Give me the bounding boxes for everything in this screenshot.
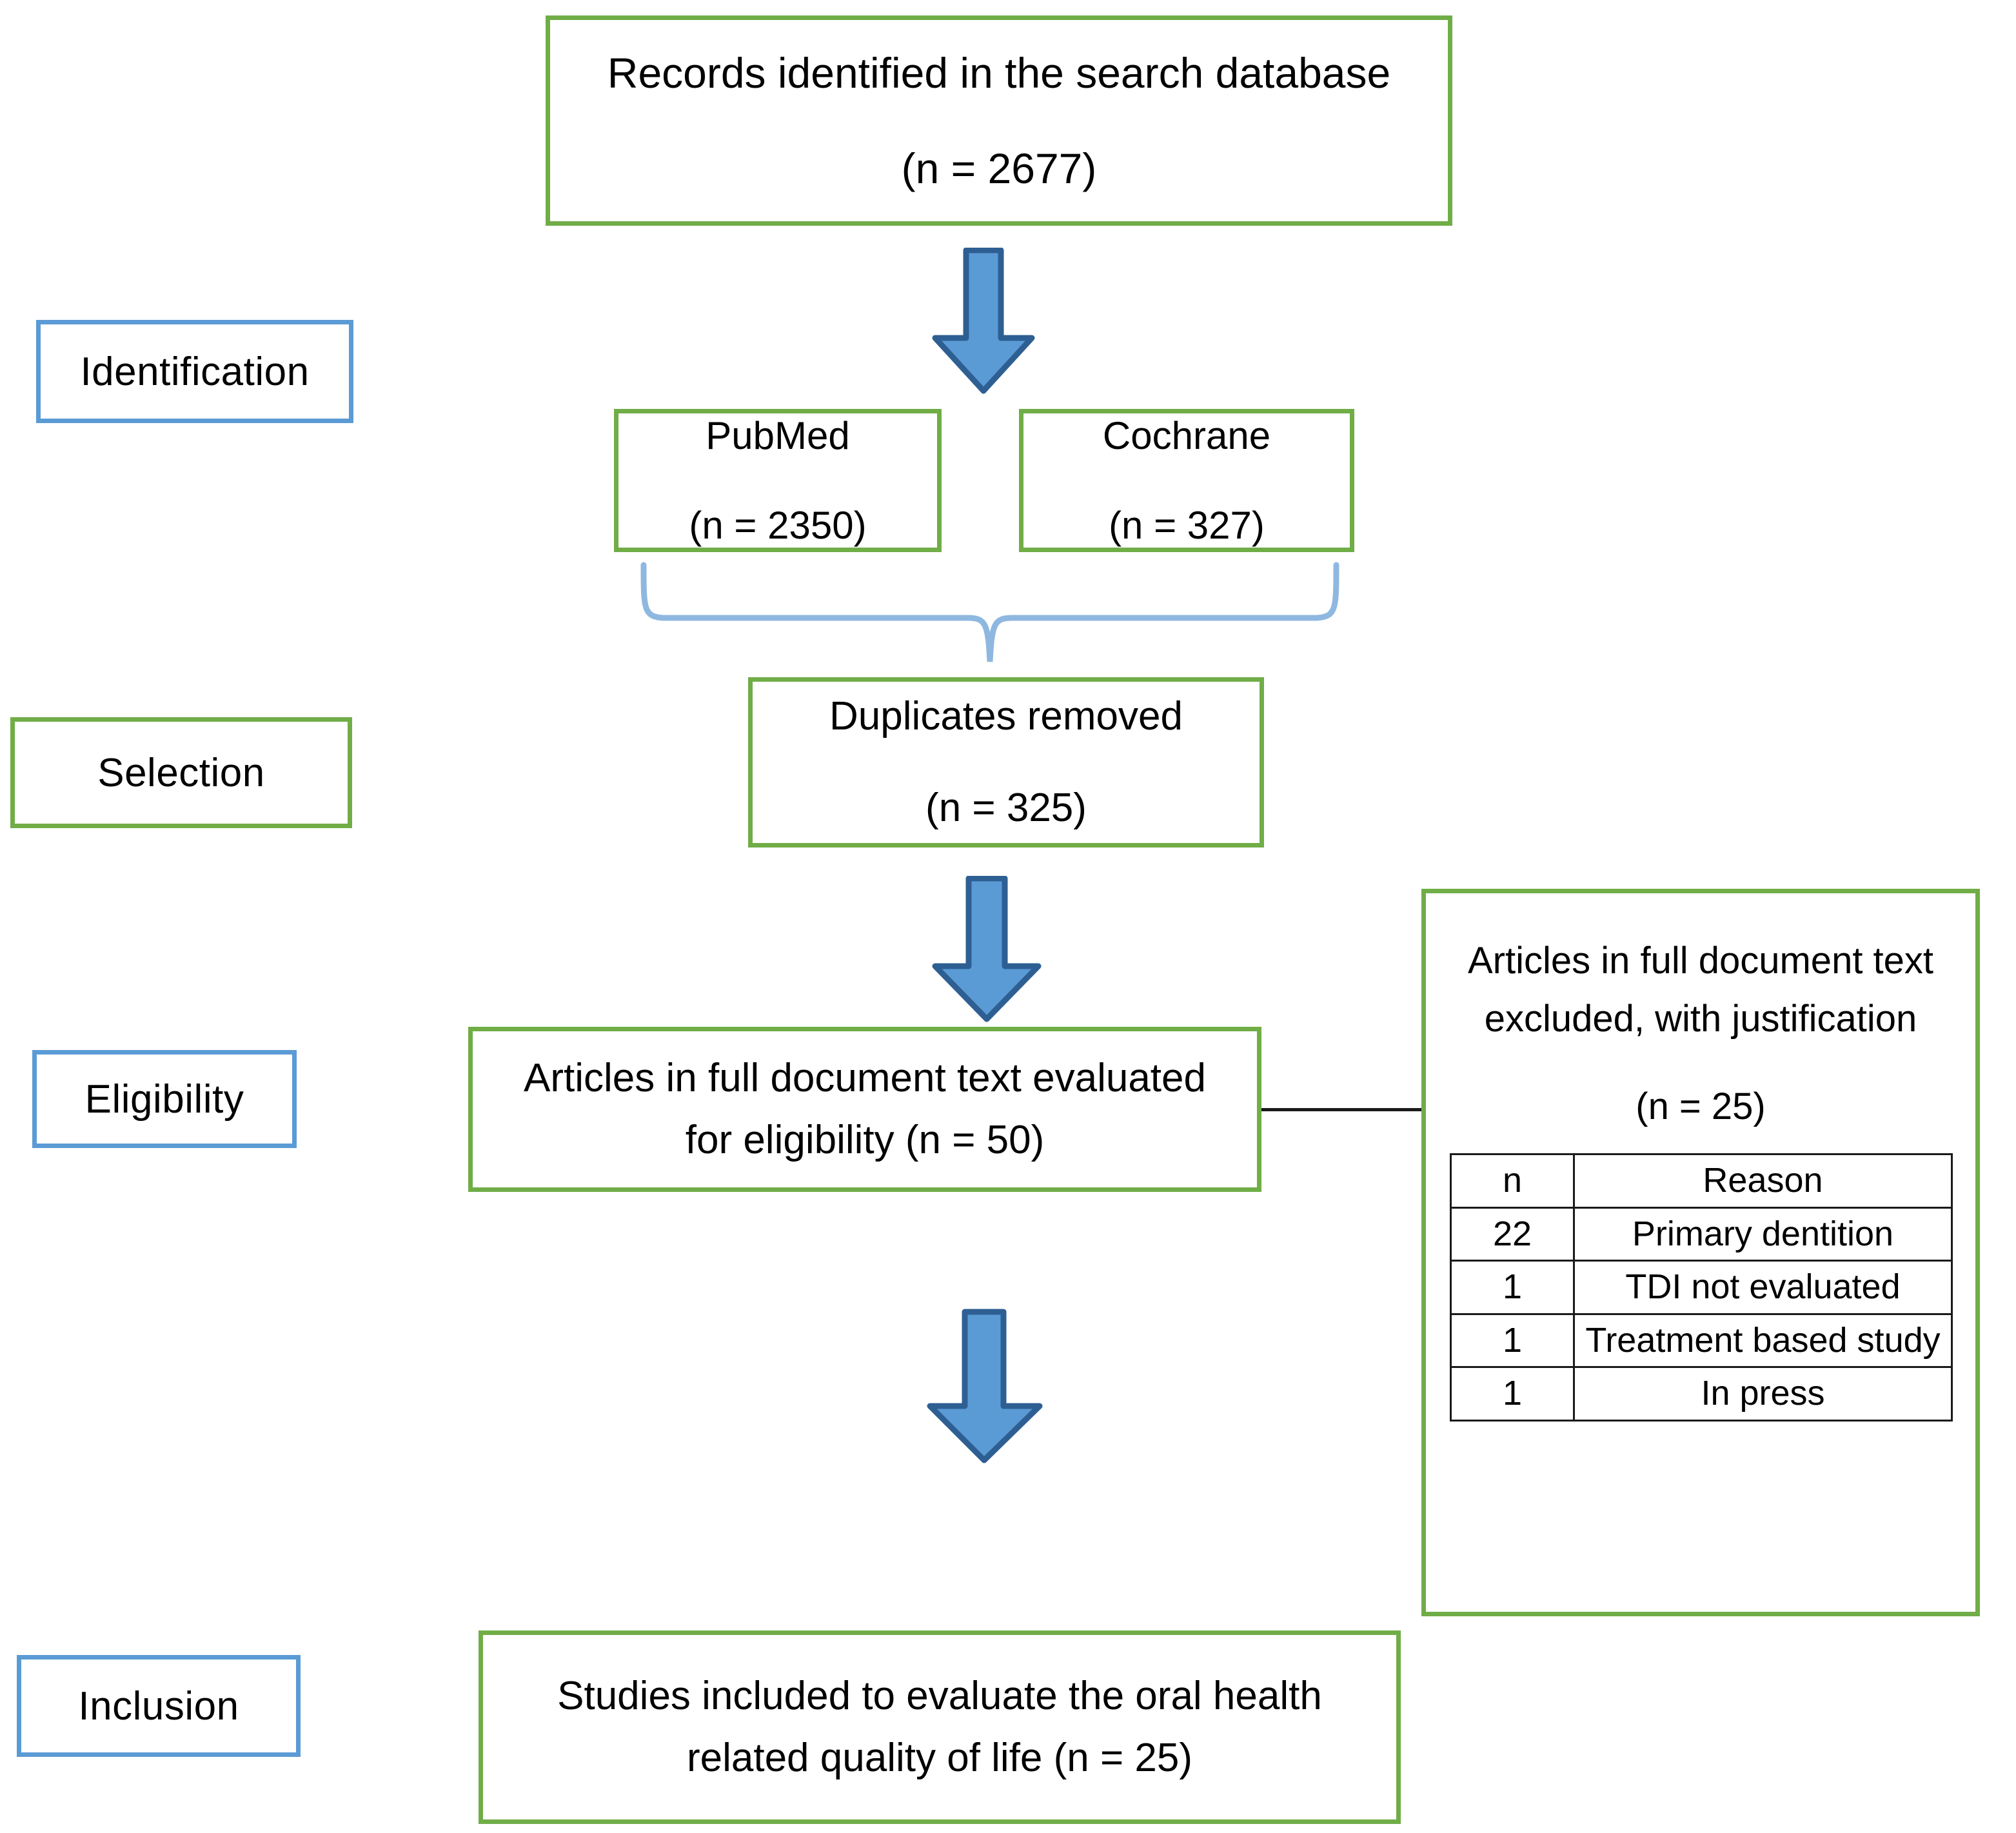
node-cochrane-count: (n = 327) <box>1109 504 1265 547</box>
table-row: 22 Primary dentition <box>1450 1206 1953 1262</box>
node-records-line1: Records identified in the search databas… <box>607 48 1391 97</box>
table-cell-n: 1 <box>1450 1366 1575 1422</box>
table-cell-reason: Treatment based study <box>1573 1313 1953 1368</box>
brace-connector-databases <box>640 562 1339 662</box>
node-eligible-line1: Articles in full document text evaluated <box>524 1055 1206 1100</box>
exclusion-reasons-table: n Reason 22 Primary dentition 1 TDI not … <box>1450 1153 1953 1422</box>
node-records-count: (n = 2677) <box>901 144 1097 192</box>
table-row: 1 In press <box>1450 1366 1953 1422</box>
node-excluded-line1: Articles in full document text <box>1467 940 1934 982</box>
node-studies-included: Studies included to evaluate the oral he… <box>479 1630 1401 1824</box>
node-pubmed: PubMed (n = 2350) <box>614 409 942 552</box>
table-row: 1 Treatment based study <box>1450 1313 1953 1368</box>
arrow-eligibility-to-inclusion <box>927 1309 1043 1463</box>
table-header-row: n Reason <box>1450 1153 1953 1209</box>
table-cell-n: 1 <box>1450 1313 1575 1368</box>
stage-label-identification: Identification <box>36 320 353 423</box>
node-excluded-count: (n = 25) <box>1636 1085 1766 1127</box>
stage-label-selection-text: Selection <box>97 750 265 795</box>
node-excluded-line2: excluded, with justification <box>1484 997 1917 1040</box>
stage-label-identification-text: Identification <box>80 349 310 394</box>
node-included-line1: Studies included to evaluate the oral he… <box>557 1673 1322 1718</box>
table-cell-reason: Primary dentition <box>1573 1206 1953 1262</box>
node-records-identified: Records identified in the search databas… <box>546 15 1452 226</box>
stage-label-selection: Selection <box>10 717 352 828</box>
table-header-reason: Reason <box>1573 1153 1953 1209</box>
arrow-duplicates-to-eligibility <box>932 876 1042 1022</box>
node-duplicates-count: (n = 325) <box>925 786 1087 830</box>
arrow-records-to-databases <box>932 248 1035 394</box>
node-pubmed-name: PubMed <box>706 414 850 457</box>
node-articles-evaluated-eligibility: Articles in full document text evaluated… <box>468 1027 1261 1192</box>
table-cell-n: 1 <box>1450 1260 1575 1315</box>
node-duplicates-label: Duplicates removed <box>829 693 1183 738</box>
table-cell-n: 22 <box>1450 1206 1575 1262</box>
table-row: 1 TDI not evaluated <box>1450 1260 1953 1315</box>
connector-eligibility-to-excluded <box>1261 1108 1424 1111</box>
stage-label-inclusion: Inclusion <box>17 1655 301 1757</box>
node-included-line2: related quality of life (n = 25) <box>686 1736 1193 1780</box>
stage-label-inclusion-text: Inclusion <box>78 1683 239 1729</box>
table-cell-reason: TDI not evaluated <box>1573 1260 1953 1315</box>
stage-label-eligibility-text: Eligibility <box>84 1076 244 1122</box>
table-header-n: n <box>1450 1153 1575 1209</box>
node-duplicates-removed: Duplicates removed (n = 325) <box>748 677 1264 847</box>
node-cochrane-name: Cochrane <box>1102 414 1271 457</box>
node-eligible-line2: for eligibility (n = 50) <box>685 1118 1045 1162</box>
table-cell-reason: In press <box>1573 1366 1953 1422</box>
node-cochrane: Cochrane (n = 327) <box>1019 409 1354 552</box>
stage-label-eligibility: Eligibility <box>32 1050 297 1148</box>
node-pubmed-count: (n = 2350) <box>689 504 867 547</box>
